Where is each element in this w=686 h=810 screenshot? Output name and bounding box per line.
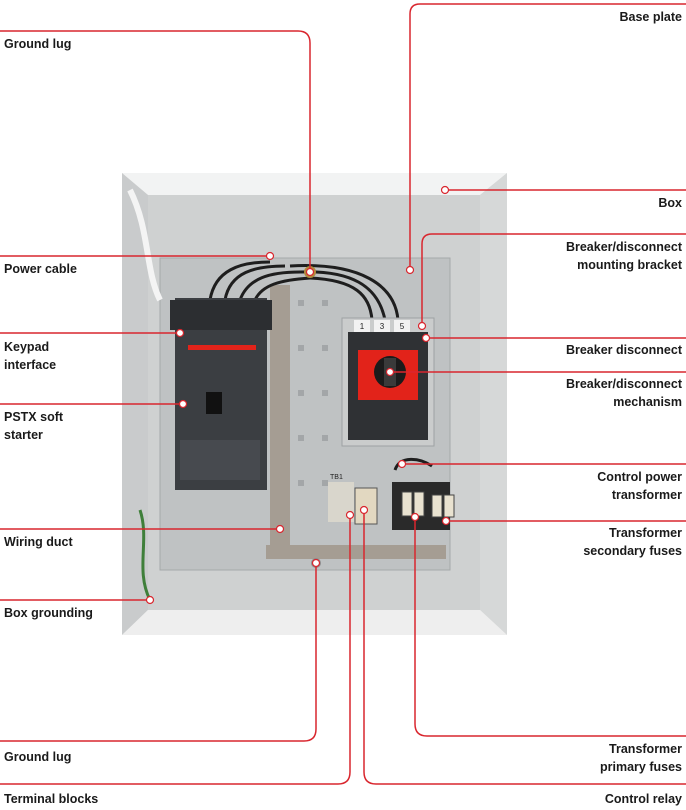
breaker-terminal-1: 1 <box>360 322 365 331</box>
label-keypad-line1: Keypad <box>4 340 50 354</box>
label-ground-lug-bottom: Ground lug <box>4 750 72 764</box>
leader-ground-lug-top <box>0 30 311 272</box>
label-tsf-line2: secondary fuses <box>583 544 682 558</box>
box-grounding-wire <box>138 509 152 601</box>
label-keypad-line2: interface <box>4 358 57 372</box>
wiring-duct <box>266 285 446 559</box>
terminal-blocks: TB1 <box>328 474 354 522</box>
label-box-grounding: Box grounding <box>4 606 93 620</box>
label-breaker-mechanism: Breaker/disconnect mechanism <box>566 375 682 411</box>
label-power-cable: Power cable <box>4 262 77 276</box>
leader-terminal-blocks <box>0 515 351 785</box>
leader-lines <box>0 3 686 785</box>
label-terminal-blocks: Terminal blocks <box>4 792 99 806</box>
label-control-power-transformer: Control power transformer <box>597 468 682 504</box>
leader-base-plate <box>409 3 686 270</box>
label-tpf-line2: primary fuses <box>600 760 682 774</box>
terminal-block-tag: TB1 <box>330 474 343 481</box>
label-mounting-bracket-line2: mounting bracket <box>577 258 682 272</box>
white-cable <box>127 188 163 302</box>
label-mechanism-line1: Breaker/disconnect <box>565 377 682 391</box>
breaker-terminal-3: 3 <box>380 322 385 331</box>
label-control-relay: Control relay <box>604 792 682 806</box>
transformer-primary-fuses <box>401 491 425 517</box>
label-breaker-disconnect: Breaker disconnect <box>565 343 682 357</box>
power-cable <box>208 260 400 321</box>
label-secondary-fuses: Transformer secondary fuses <box>583 524 682 560</box>
label-cpt-line1: Control power <box>597 470 682 484</box>
label-mounting-bracket: Breaker/disconnect mounting bracket <box>566 238 682 274</box>
leader-primary-fuses <box>414 517 686 737</box>
label-ground-lug-top: Ground lug <box>4 37 72 51</box>
pstx-soft-starter <box>170 298 272 490</box>
label-box: Box <box>658 196 682 210</box>
label-pstx-soft-starter: PSTX soft starter <box>4 408 63 444</box>
control-relay <box>354 487 378 525</box>
label-pstx-line2: starter <box>4 428 43 442</box>
leader-mounting-bracket <box>421 233 686 326</box>
label-keypad-interface: Keypad interface <box>4 338 56 374</box>
label-base-plate: Base plate <box>619 10 682 24</box>
label-cpt-line2: transformer <box>611 488 682 502</box>
label-mounting-bracket-line1: Breaker/disconnect <box>565 240 682 254</box>
label-wiring-duct: Wiring duct <box>4 535 73 549</box>
label-tsf-line1: Transformer <box>609 526 682 540</box>
leader-control-relay <box>363 510 686 785</box>
label-pstx-line1: PSTX soft <box>4 410 64 424</box>
label-mechanism-line2: mechanism <box>613 395 682 409</box>
label-primary-fuses: Transformer primary fuses <box>600 740 682 776</box>
label-tpf-line1: Transformer <box>609 742 682 756</box>
breaker-terminal-5: 5 <box>400 322 405 331</box>
transformer-secondary-fuses <box>431 494 455 518</box>
leader-endpoints <box>145 185 451 605</box>
leader-ground-lug-bottom <box>0 563 317 742</box>
